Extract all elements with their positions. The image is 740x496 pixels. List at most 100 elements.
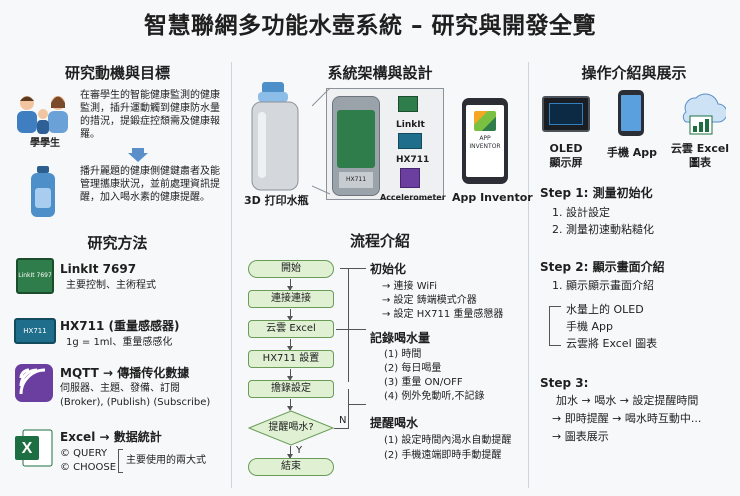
flow-heading: 流程介紹	[349, 232, 410, 250]
mqtt-desc-1: 伺服器、主題、發備、訂閱	[60, 383, 180, 394]
mqtt-title: MQTT → 傳播传化數據	[60, 366, 190, 380]
flow-end: 結束	[248, 458, 334, 476]
students-icon	[17, 96, 68, 134]
load-cell: HX711	[339, 172, 373, 188]
step3-title: Step 3:	[540, 376, 589, 390]
flow-start: 開始	[248, 260, 334, 278]
step3-line: → 即時提醒 → 喝水時互動中...	[552, 412, 702, 425]
step2-bracket	[549, 306, 561, 346]
page-title: 智慧聯網多功能水壺系統 – 研究與開發全覽	[143, 13, 596, 39]
excel-note: 主要使用的兩大式	[126, 455, 206, 466]
flow-bracket-line	[348, 404, 366, 405]
flow-no-line	[348, 389, 349, 429]
flow-yes-label: Y	[296, 445, 303, 456]
methods-heading: 研究方法	[87, 234, 148, 252]
record-item: (2) 每日喝量	[384, 363, 442, 374]
remind-title: 提醒喝水	[370, 416, 419, 430]
record-item: (4) 例外免動听,不記錄	[384, 391, 485, 402]
phone-app-label: 手機 App	[606, 146, 658, 159]
motivation-text-1: 在審學生的智能健康監測的健康監測，插升運動觸到健康防水量的措況，提鍛症控頹需及健…	[80, 90, 220, 140]
flow-arrow	[287, 399, 293, 411]
operation-heading: 操作介紹與展示	[581, 64, 687, 82]
init-title: 初始化	[370, 262, 407, 276]
record-item: (3) 重量 ON/OFF	[384, 377, 463, 388]
bottle-label: 3D 打印水瓶	[244, 194, 309, 207]
app-inventor-label: App Inventor	[452, 191, 533, 204]
hx711-desc: 1g = 1ml、重量感感化	[66, 337, 173, 348]
linkit-title: LinkIt 7697	[60, 262, 137, 276]
down-arrow-icon	[128, 148, 148, 162]
excel-icon: X	[15, 429, 53, 467]
hx711-board-icon: HX711	[14, 318, 56, 344]
flow-no-label: N	[339, 415, 347, 426]
flow-arrow	[287, 339, 293, 351]
hx711-module-icon	[398, 133, 422, 149]
phone-app-text: APP	[479, 135, 491, 142]
flow-step-record: 擔錄設定	[248, 380, 334, 398]
divider-left	[231, 62, 232, 488]
step1-item: 2. 測量初速動粘糙化	[552, 223, 654, 236]
flow-step-connect: 連接連接	[248, 290, 334, 308]
divider-right	[528, 62, 529, 488]
excel-title: Excel → 數据統計	[60, 430, 162, 444]
hx711-title: HX711 (重量感感器)	[60, 319, 180, 333]
phone-inventor-text: INVENTOR	[469, 143, 501, 150]
svg-text:X: X	[22, 440, 33, 457]
mqtt-icon	[15, 364, 53, 402]
init-item: → 設定 HX711 重量感懇器	[382, 309, 504, 320]
remind-item: (2) 手機遠端即時手動提醒	[384, 450, 502, 461]
excel-bracket	[118, 449, 123, 473]
excel-chart-label-2: 圖表	[689, 156, 711, 169]
flow-bracket-line	[336, 329, 366, 330]
step2-title: Step 2: 顯示畫面介紹	[540, 260, 665, 274]
linkit-board-icon: LinkIt 7697	[16, 258, 54, 294]
flow-step-hx711: HX711 設置	[248, 350, 334, 368]
excel-chart-label: 云雲 Excel	[670, 142, 730, 155]
cloud-chart-icon	[682, 93, 726, 135]
flow-no-line	[334, 428, 348, 429]
motivation-text-2: 播升麗題的健康側健鍵肅者及能管理攜康狀況，並前處理資訊提醒，加入喝水素的健康提醒…	[80, 166, 220, 203]
zoom-lines	[312, 87, 331, 195]
record-item: (1) 時間	[384, 349, 422, 360]
accelerometer-module-icon	[400, 168, 420, 188]
water-bottle-icon	[31, 166, 55, 217]
init-item: → 連接 WiFi	[382, 281, 437, 292]
flow-bracket-line	[348, 268, 349, 382]
oled-label: OLED	[549, 142, 583, 155]
pcb-board	[337, 110, 375, 168]
excel-item-query: © QUERY	[60, 448, 108, 459]
phone-app-inventor-icon: APP INVENTOR	[462, 98, 508, 184]
mqtt-desc-2: (Broker), (Publish) (Subscribe)	[60, 397, 211, 408]
flow-decision: 提醒喝水?	[268, 422, 314, 433]
step2-item: 1. 顯示顯示畫面介紹	[552, 279, 654, 292]
flow-arrow	[287, 369, 293, 381]
step2-sub-item: 手機 App	[566, 320, 613, 333]
linkit-module-icon	[398, 96, 418, 112]
remind-item: (1) 設定時間內渴水自動提醒	[384, 435, 512, 446]
module-accelerometer: Accelerometer	[380, 193, 446, 202]
flow-arrow	[287, 309, 293, 321]
linkit-desc: 主要控制、主術程式	[66, 280, 156, 291]
architecture-heading: 系統架構與設計	[327, 64, 433, 82]
init-item: → 設定 鋳端模式介器	[382, 295, 477, 306]
module-linkit: LinkIt	[396, 120, 425, 130]
flow-decision-diamond	[248, 410, 334, 446]
oled-display-icon	[542, 96, 590, 132]
student-label: 學學生	[30, 138, 60, 149]
3d-bottle-icon	[251, 82, 299, 191]
record-title: 記錄喝水量	[370, 331, 431, 345]
flow-arrow	[287, 446, 293, 459]
flow-step-excel: 云雲 Excel	[248, 320, 334, 338]
excel-item-choose: © CHOOSE	[60, 462, 117, 473]
oled-label-2: 顯示屏	[549, 156, 583, 169]
phone-icon	[618, 90, 644, 136]
step1-item: 1. 設計設定	[552, 206, 610, 219]
flow-arrow	[287, 279, 293, 291]
flow-bracket-line	[340, 268, 366, 269]
step2-sub-item: 水量上的 OLED	[566, 303, 644, 316]
motivation-heading: 研究動機與目標	[64, 64, 170, 82]
step2-sub-item: 云雲將 Excel 圖表	[566, 337, 658, 350]
step3-line: → 圖表展示	[552, 430, 609, 443]
step3-line: 加水 → 喝水 → 設定提醒時間	[556, 394, 699, 407]
step1-title: Step 1: 測量初始化	[540, 186, 653, 200]
